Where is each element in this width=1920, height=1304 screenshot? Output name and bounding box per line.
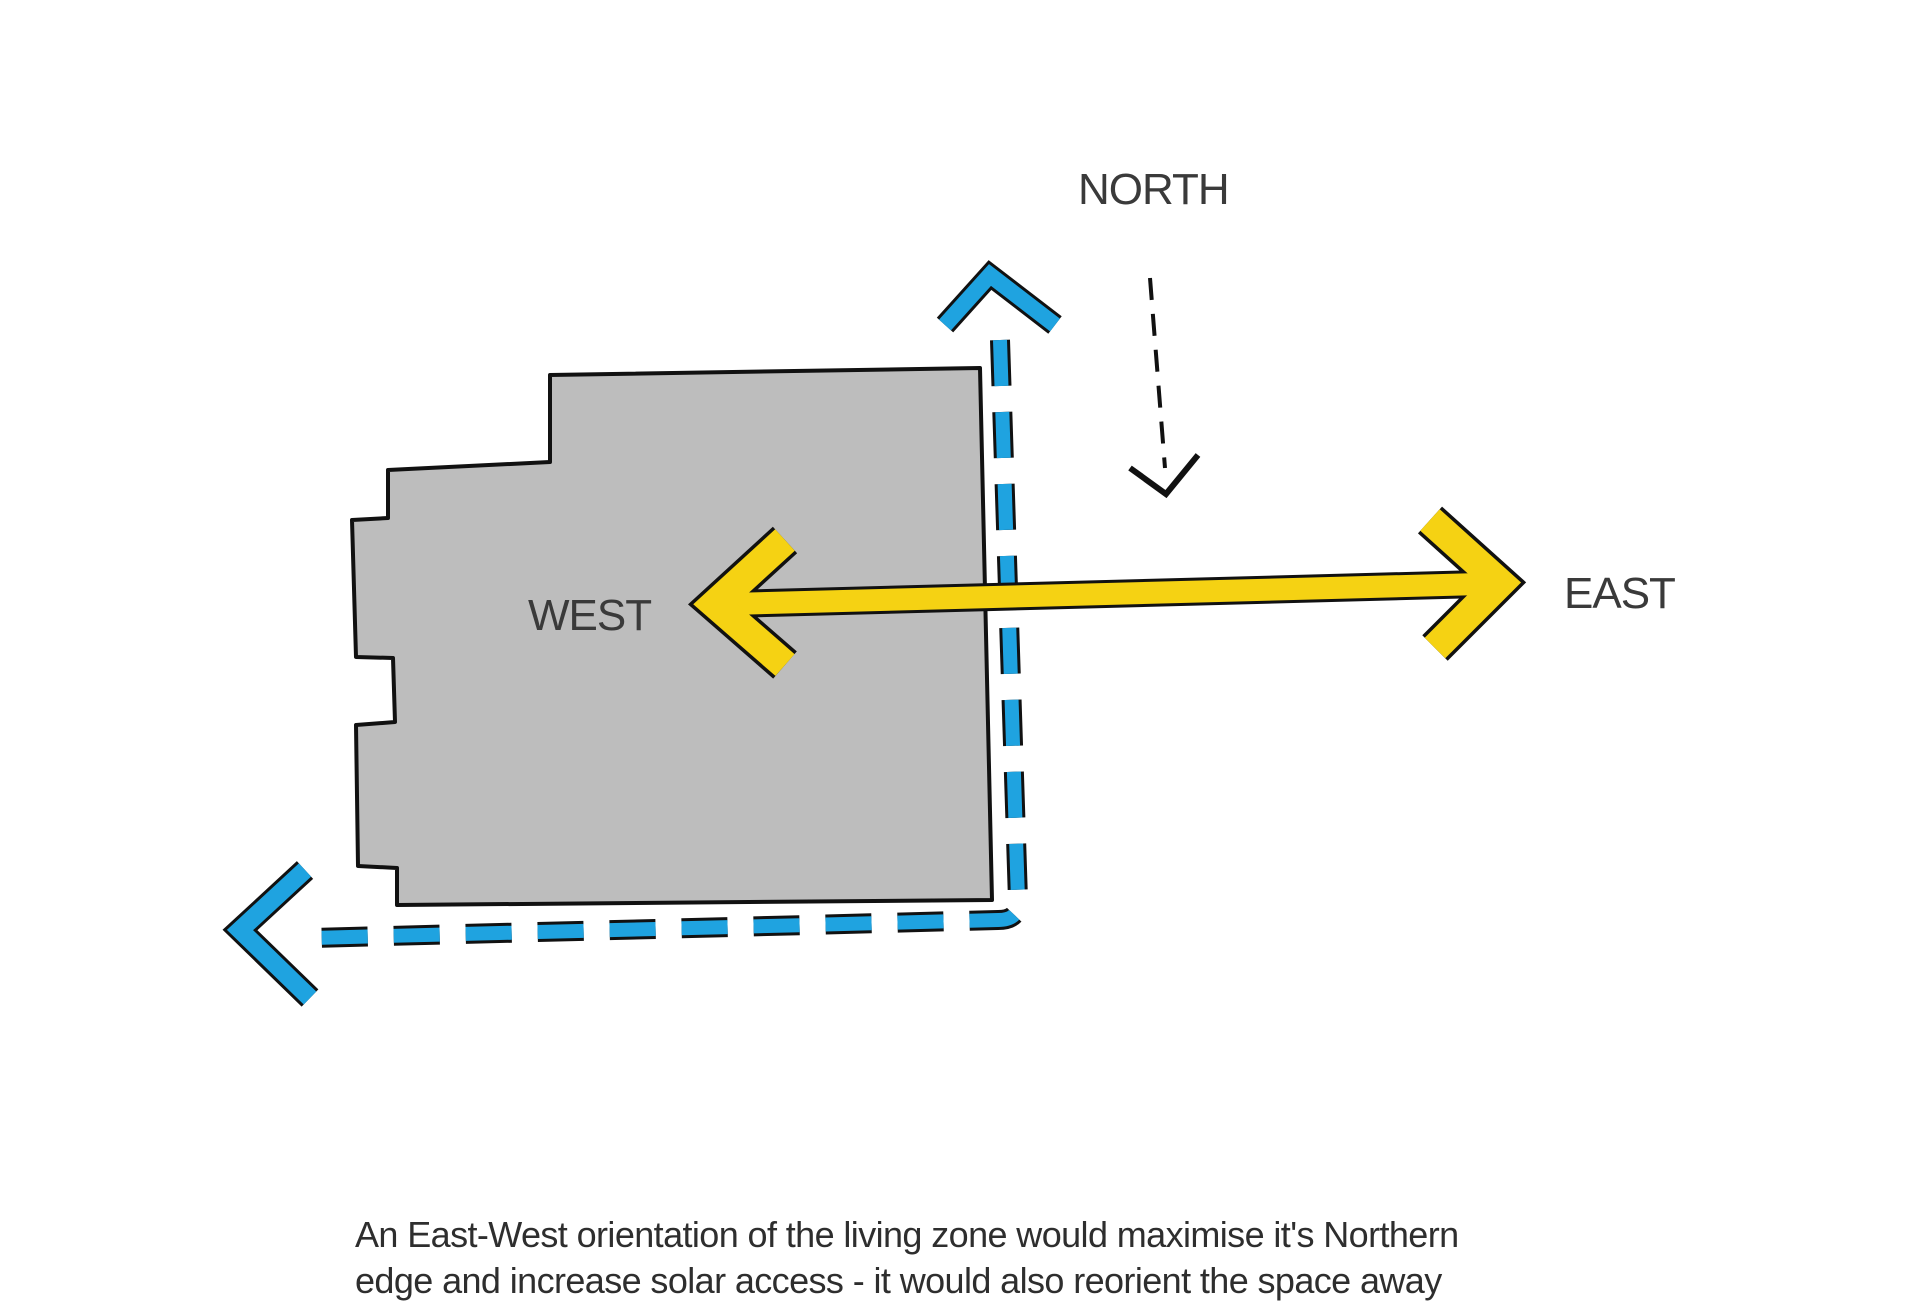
east-label: EAST (1564, 569, 1675, 618)
caption-line-1: An East-West orientation of the living z… (355, 1214, 1459, 1255)
building-footprint (350, 366, 994, 907)
north-arrowhead-icon (1128, 453, 1201, 499)
yellow-double-arrow (687, 506, 1527, 679)
blue-dashed-path-fill (309, 339, 1026, 945)
west-label: WEST (528, 591, 651, 640)
north-label: NORTH (1078, 165, 1229, 214)
north-dashed-arrow (1148, 277, 1167, 469)
blue-arrowhead-left-icon (222, 861, 319, 1007)
caption: An East-West orientation of the living z… (355, 1212, 1595, 1304)
caption-line-2: edge and increase solar access - it woul… (355, 1260, 1442, 1301)
blue-arrowhead-up-icon (936, 260, 1062, 334)
